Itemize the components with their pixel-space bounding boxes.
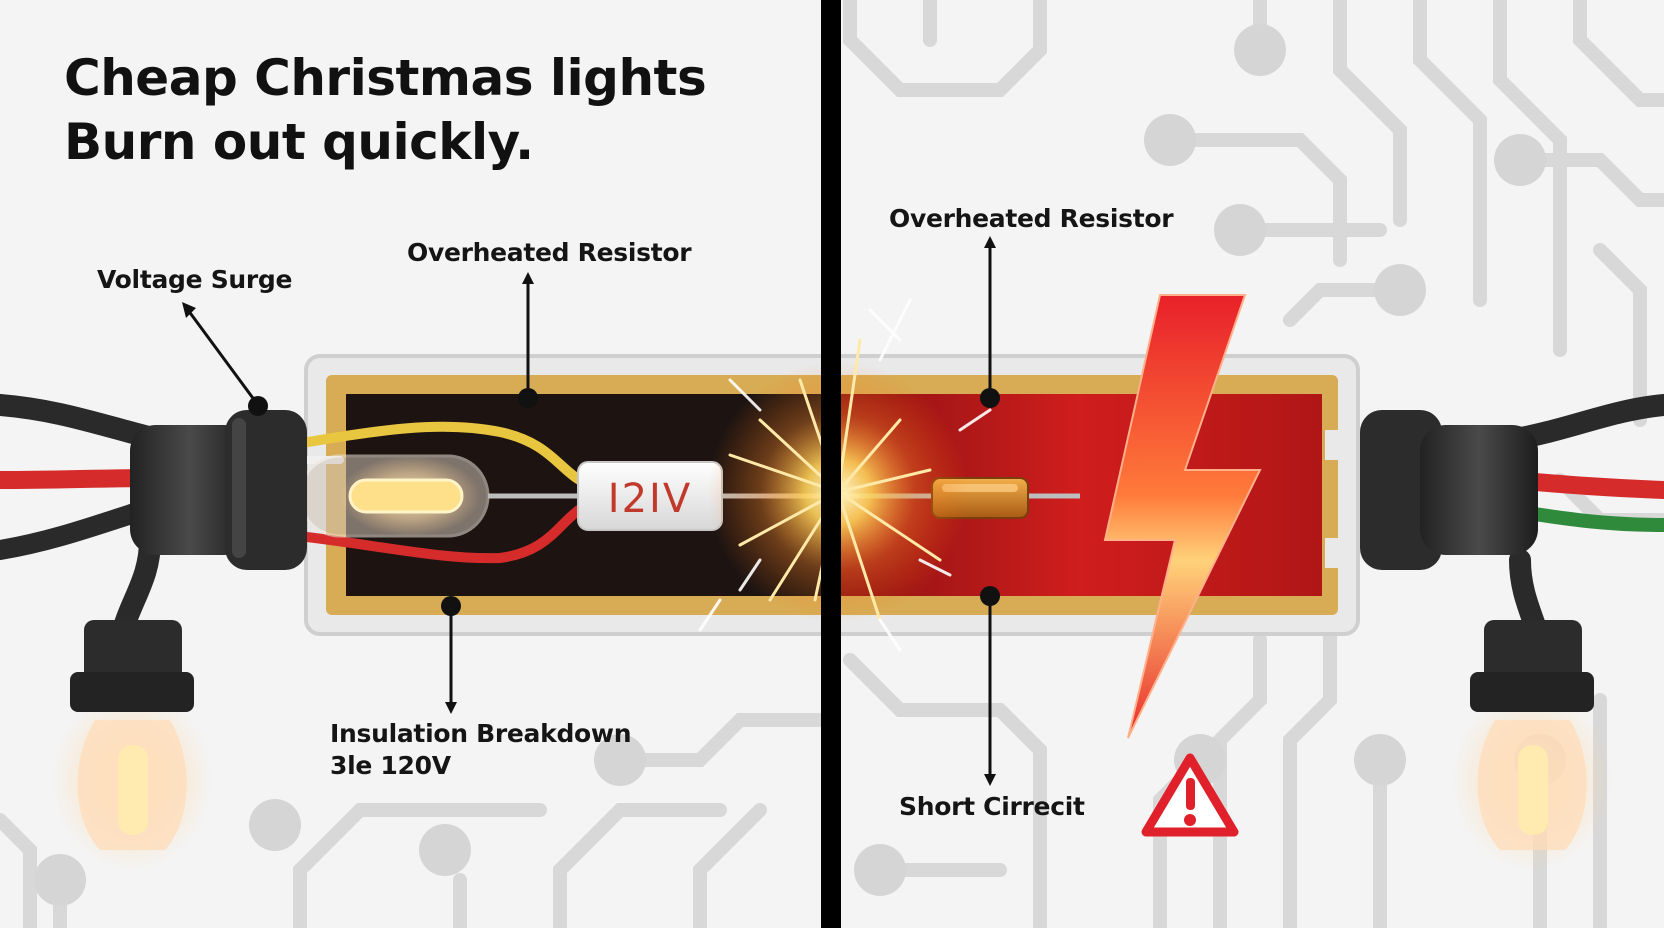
label-insulation-line-1: Insulation Breakdown: [330, 719, 632, 748]
title-line-2: Burn out quickly.: [64, 113, 534, 171]
callout-lines: [186, 246, 992, 776]
glass-bulb: [298, 454, 490, 538]
bulb-left: [52, 620, 212, 870]
divider-line: [821, 0, 841, 928]
title-line-1: Cheap Christmas lights: [64, 49, 707, 107]
label-overheated-resistor-right: Overheated Resistor: [889, 204, 1174, 233]
label-insulation-breakdown: Insulation Breakdown 3le 120V: [330, 718, 632, 782]
label-voltage-surge: Voltage Surge: [97, 265, 293, 294]
callout-arrowheads: [182, 236, 996, 786]
connector-right: [1360, 410, 1538, 570]
resistor-marking: I2IV: [608, 476, 692, 522]
label-overheated-resistor-left: Overheated Resistor: [407, 238, 692, 267]
label-insulation-line-2: 3le 120V: [330, 751, 451, 780]
spark-fragments: [698, 298, 992, 652]
page-title: Cheap Christmas lights Burn out quickly.: [64, 46, 707, 174]
label-short-circuit: Short Cirrecit: [899, 792, 1085, 821]
circuit-pads: [34, 24, 1566, 906]
lightning-bolt-icon: [1103, 294, 1262, 739]
bulb-right: [1452, 620, 1612, 870]
warning-triangle-icon: [1141, 753, 1239, 837]
connector-left: [130, 410, 307, 570]
callout-dots: [248, 388, 1000, 616]
